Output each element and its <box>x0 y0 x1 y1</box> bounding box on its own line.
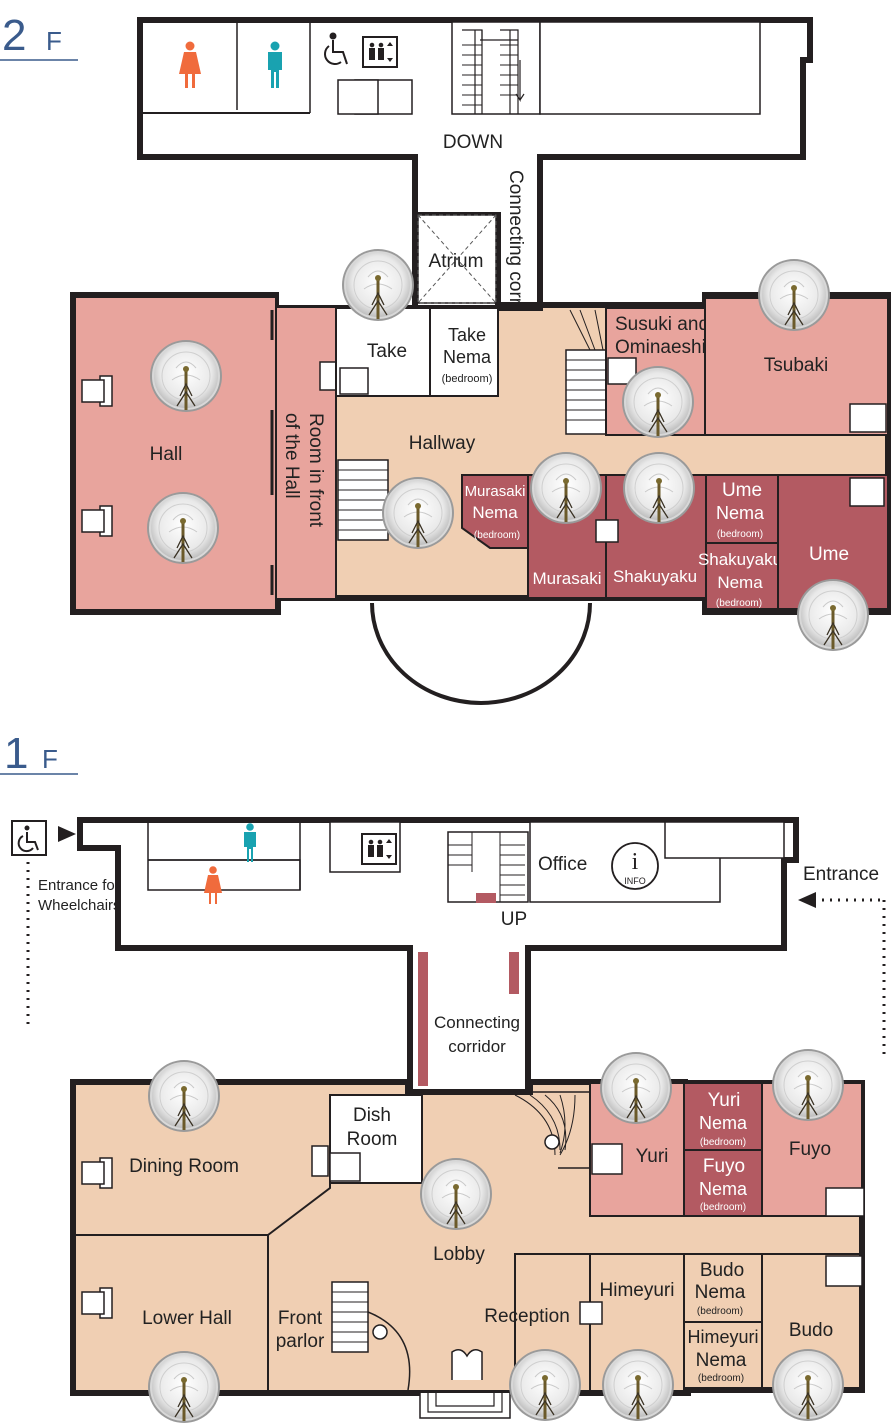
info-letter: i <box>632 849 639 875</box>
label-yuri: Yuri <box>636 1146 669 1167</box>
label-himeyuri-nema-sub: (bedroom) <box>698 1373 744 1384</box>
label-dining-room: Dining Room <box>129 1156 239 1177</box>
label-office: Office <box>538 854 587 875</box>
label-ume-nema-sub: (bedroom) <box>717 529 763 540</box>
label-susuki-2: Ominaeshi <box>615 337 706 358</box>
label-murasaki-nema-sub: (bedroom) <box>474 530 520 541</box>
label-shakuyaku-nema-2: Nema <box>717 573 763 592</box>
chandelier-icon <box>528 450 604 526</box>
label-take-nema-sub: (bedroom) <box>442 373 493 385</box>
label-fuyo: Fuyo <box>789 1139 831 1160</box>
label-lower-hall: Lower Hall <box>142 1308 232 1329</box>
chandelier-icon <box>507 1347 583 1423</box>
arrow-left-icon <box>798 892 816 908</box>
label-connecting-corridor-2f: Connecting corridor <box>505 170 526 336</box>
floor-1f-suffix: F <box>42 744 58 774</box>
label-himeyuri: Himeyuri <box>600 1280 675 1301</box>
chandelier-icon <box>145 490 221 566</box>
chandelier-icon <box>795 577 871 653</box>
label-murasaki-nema-2: Nema <box>472 503 518 522</box>
label-murasaki-nema-1: Murasaki <box>465 483 526 500</box>
label-budo-nema-sub: (bedroom) <box>697 1306 743 1317</box>
label-entrance-wheelchairs-1: Entrance for <box>38 877 120 894</box>
elevator-icon <box>362 36 398 68</box>
label-up: UP <box>501 909 527 930</box>
chandelier-icon <box>621 450 697 526</box>
label-fuyo-nema-sub: (bedroom) <box>700 1202 746 1213</box>
label-budo: Budo <box>789 1320 833 1341</box>
label-ume: Ume <box>809 544 849 565</box>
label-shakuyaku-nema-sub: (bedroom) <box>716 598 762 609</box>
label-connecting-corridor-1: Connecting <box>434 1013 520 1032</box>
label-himeyuri-nema-1: Himeyuri <box>687 1327 758 1347</box>
label-fuyo-nema-1: Fuyo <box>703 1156 745 1177</box>
label-budo-nema-1: Budo <box>700 1260 744 1281</box>
label-atrium: Atrium <box>429 251 484 272</box>
label-tsubaki: Tsubaki <box>764 355 828 376</box>
chandelier-icon <box>770 1047 846 1123</box>
label-fuyo-nema-2: Nema <box>699 1179 748 1199</box>
label-ume-nema-1: Ume <box>722 480 762 501</box>
label-take-nema-1: Take <box>448 325 486 345</box>
label-hall: Hall <box>150 444 183 465</box>
info-icon: i INFO <box>611 842 659 890</box>
label-reception: Reception <box>484 1306 570 1327</box>
label-take-nema-2: Nema <box>443 347 492 367</box>
label-ume-nema-2: Nema <box>716 503 765 523</box>
floor-2f: 2 F <box>0 11 891 705</box>
chandelier-icon <box>600 1347 676 1423</box>
chandelier-icon <box>340 247 416 323</box>
women-restroom-icon <box>179 41 201 88</box>
label-front-parlor-1: Front <box>278 1308 323 1329</box>
chandelier-icon <box>146 1349 222 1425</box>
label-budo-nema-2: Nema <box>695 1282 746 1303</box>
floor-1f: 1 F Entrance for Wheelchairs <box>0 729 886 1425</box>
label-entrance-wheelchairs-2: Wheelchairs <box>38 897 121 914</box>
chandelier-icon <box>380 475 456 551</box>
women-restroom-icon <box>204 866 222 904</box>
men-restroom-icon <box>244 823 256 862</box>
label-murasaki: Murasaki <box>533 569 602 588</box>
label-down: DOWN <box>443 132 503 153</box>
arrow-right-icon <box>58 826 76 842</box>
label-front-hall-2: of the Hall <box>281 413 302 499</box>
label-himeyuri-nema-2: Nema <box>696 1350 747 1371</box>
label-yuri-nema-1: Yuri <box>708 1090 741 1111</box>
label-connecting-corridor-2: corridor <box>448 1037 506 1056</box>
label-entrance: Entrance <box>803 864 879 885</box>
floor-2f-suffix: F <box>46 26 62 56</box>
floor-2f-number: 2 <box>2 11 26 60</box>
wheelchair-icon <box>11 820 47 856</box>
chandelier-icon <box>598 1050 674 1126</box>
label-susuki-1: Susuki and <box>615 314 709 335</box>
label-dish-room-1: Dish <box>353 1105 391 1126</box>
floor-1f-number: 1 <box>4 729 28 778</box>
chandelier-icon <box>146 1058 222 1134</box>
label-front-hall-1: Room in front <box>305 413 326 528</box>
elevator-icon <box>361 833 397 865</box>
chandelier-icon <box>756 257 832 333</box>
label-yuri-nema-2: Nema <box>699 1113 748 1133</box>
chandelier-icon <box>620 364 696 440</box>
label-dish-room-2: Room <box>347 1129 398 1150</box>
label-lobby: Lobby <box>433 1244 485 1265</box>
label-yuri-nema-sub: (bedroom) <box>700 1137 746 1148</box>
label-shakuyaku: Shakuyaku <box>613 567 697 586</box>
men-restroom-icon <box>268 41 282 88</box>
chandelier-icon <box>770 1347 846 1423</box>
chandelier-icon <box>418 1156 494 1232</box>
label-front-parlor-2: parlor <box>276 1331 325 1352</box>
label-hallway: Hallway <box>409 433 476 454</box>
info-label: INFO <box>624 876 646 886</box>
label-shakuyaku-nema-1: Shakuyaku <box>698 550 782 569</box>
chandelier-icon <box>148 338 224 414</box>
wheelchair-icon <box>324 32 348 65</box>
label-take: Take <box>367 341 407 362</box>
